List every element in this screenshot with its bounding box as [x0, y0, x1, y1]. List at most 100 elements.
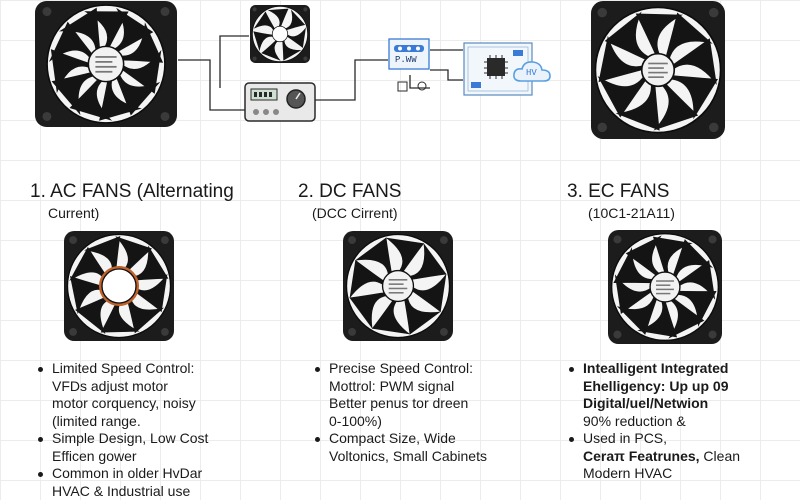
fan-blade	[678, 259, 716, 300]
fan-blade	[115, 236, 153, 273]
ec-fan-image	[607, 229, 723, 345]
feature-line-rest: Clean	[699, 447, 741, 464]
fan-blade	[665, 12, 713, 61]
speed-controller-icon	[244, 82, 316, 122]
fan-blade	[130, 245, 169, 281]
fan-blade	[75, 296, 112, 335]
fan-blade	[84, 236, 121, 273]
fan-blade	[404, 295, 441, 335]
feature-line: Mottrol: PWM signal	[329, 377, 455, 394]
fan-blade	[69, 78, 113, 121]
feature-line: Digital/uel/Netwion	[583, 395, 709, 411]
fan-blade	[134, 273, 168, 313]
fan-blade	[597, 75, 647, 118]
cloud-label: HV	[526, 68, 537, 78]
fan-blade	[672, 239, 714, 280]
fan-blade	[59, 7, 101, 52]
dc-fans-features: Precise Speed Control: Mottrol: PWM sign…	[313, 360, 487, 465]
fan-blade	[407, 243, 447, 280]
fan-blade	[371, 299, 411, 335]
ac-fans-features: Limited Speed Control: VFDs adjust motor…	[36, 360, 208, 500]
fan-blade	[121, 49, 162, 94]
dc-fans-subtitle: (DCC Cirrent)	[312, 205, 398, 221]
feature-line: Limited Speed Control:	[36, 360, 208, 378]
signal-component-icon	[396, 78, 430, 94]
fan-blade	[70, 276, 105, 315]
fan-blade	[51, 72, 96, 116]
fan-blade	[253, 11, 275, 31]
feature-line: VFDs adjust motor	[52, 377, 168, 394]
ec-fan-large-image	[590, 0, 726, 140]
fan-blade	[119, 22, 164, 63]
fan-blade	[625, 235, 662, 276]
connector-line	[315, 59, 388, 101]
fan-blade	[614, 274, 652, 315]
fan-blade	[675, 290, 717, 327]
ec-fans-subtitle: (10C1-21A11)	[588, 205, 675, 221]
fan-blade	[355, 237, 392, 277]
ec-fans-features: Intealligent Integrated Ehelligency: Up …	[567, 360, 740, 483]
feature-line: Intealligent Integrated	[567, 360, 740, 378]
fan-blade	[653, 83, 699, 131]
small-fan-image	[249, 4, 311, 64]
feature-line: Efficen gower	[52, 447, 137, 464]
feature-line: Ehelligency: Up up 09	[583, 377, 729, 394]
fan-blade	[349, 292, 389, 329]
fan-blade	[261, 40, 281, 61]
feature-line: 90% reduction &	[583, 412, 686, 429]
fan-blade	[99, 78, 142, 121]
feature-line: Compact Size, Wide	[313, 430, 487, 448]
fan-blade	[616, 294, 658, 335]
fan-blade	[635, 13, 683, 56]
fan-blade	[253, 31, 274, 52]
feature-line: Ceraπ Featrunes, Clean	[567, 448, 740, 466]
pwm-label: P.WW	[395, 55, 417, 65]
fan-blade	[411, 273, 447, 313]
feature-line: 0-100%)	[329, 412, 382, 429]
fan-blade	[282, 39, 302, 61]
connector-line	[178, 59, 245, 111]
ac-fans-subtitle: Current)	[48, 205, 100, 221]
feature-line: Modern HVAC	[583, 465, 673, 481]
connector-line	[409, 75, 430, 89]
fan-blade	[84, 11, 129, 49]
feature-line-bold: Ceraπ Featrunes,	[583, 447, 700, 464]
fan-blade	[48, 21, 93, 62]
ec-fans-title: 3. EC FANS	[567, 181, 670, 202]
fan-blade	[349, 259, 385, 299]
fan-blade	[669, 75, 719, 120]
feature-line: Voltonics, Small Cabinets	[329, 447, 487, 464]
ac-fan-image	[63, 230, 175, 342]
feature-line: Common in older HvDar	[36, 465, 208, 483]
fan-blade	[672, 38, 717, 86]
feature-line: HVAC & Industrial use	[52, 482, 191, 499]
dc-fans-title: 2. DC FANS	[298, 181, 402, 202]
cloud-icon: HV	[512, 58, 552, 84]
fan-blade	[69, 246, 107, 282]
feature-line: Better penus tor dreen	[329, 395, 469, 411]
connector-line	[219, 35, 249, 88]
connector-line	[430, 69, 463, 81]
fan-blade	[50, 49, 91, 94]
feature-line: Simple Design, Low Cost	[36, 430, 208, 448]
fan-blade	[385, 237, 425, 273]
pwm-board-icon: P.WW	[388, 38, 430, 74]
fan-blade	[267, 8, 289, 28]
feature-line: Used in PCS,	[567, 430, 740, 448]
feature-line: Precise Speed Control:	[313, 360, 487, 378]
ac-fans-title: 1. AC FANS (Alternating	[30, 181, 234, 202]
fan-blade	[615, 82, 660, 131]
fan-blade	[286, 27, 306, 48]
connection-diagram	[178, 35, 463, 111]
fan-blade	[100, 301, 140, 333]
feature-line: motor corquency, noisy	[52, 395, 196, 411]
fan-blade	[127, 295, 165, 334]
fan-blade	[112, 7, 154, 53]
fan-blade	[598, 35, 645, 83]
fan-blade	[613, 247, 655, 284]
dc-fan-image	[342, 230, 454, 342]
feature-line: (limited range.	[52, 412, 141, 429]
fan-blade	[604, 11, 651, 61]
fan-blade	[668, 298, 705, 339]
fan-blade	[284, 9, 306, 31]
